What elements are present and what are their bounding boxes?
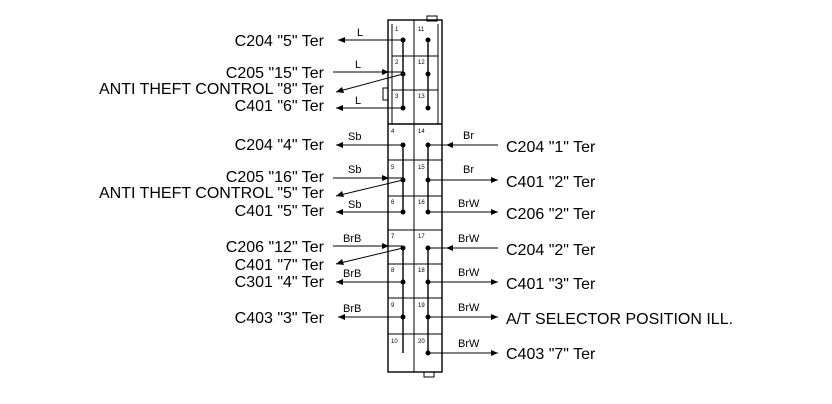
left-label: ANTI THEFT CONTROL "5" Ter [99, 185, 325, 202]
right-label: C403 "7" Ter [506, 346, 596, 363]
connector-body [382, 15, 443, 378]
pin-number: 14 [418, 129, 425, 135]
wire-color: BrW [458, 302, 480, 314]
wire-color: BrW [458, 338, 480, 350]
left-label: C204 "4" Ter [235, 137, 325, 154]
pin-number: 4 [391, 129, 395, 135]
pin-number: 19 [418, 303, 425, 309]
left-label: C403 "3" Ter [235, 310, 325, 327]
wire-color: L [355, 95, 361, 107]
left-wires [333, 37, 404, 320]
pin-number: 11 [418, 27, 425, 33]
right-label: C401 "2" Ter [506, 174, 596, 191]
right-wires [428, 142, 498, 356]
left-label: C401 "6" Ter [235, 98, 325, 115]
right-labels: C204 "1" Ter C401 "2" Ter C206 "2" Ter C… [506, 139, 733, 363]
left-label: C301 "4" Ter [235, 274, 325, 291]
pin-number: 17 [418, 234, 425, 240]
wire-color: BrB [343, 268, 361, 280]
wire-color: Sb [348, 164, 361, 176]
pin-number: 8 [391, 268, 395, 274]
left-labels: C204 "5" Ter C205 "15" Ter ANTI THEFT CO… [99, 33, 325, 327]
wire-color: BrW [458, 198, 480, 210]
wire-color: L [357, 27, 363, 39]
left-label: C205 "16" Ter [226, 169, 325, 186]
pin-numbers: 1 2 3 4 5 6 7 8 9 10 11 12 13 14 15 16 1… [391, 27, 425, 345]
pin-number: 6 [391, 200, 395, 206]
wire-color: Br [463, 130, 474, 142]
pin-number: 3 [395, 94, 399, 100]
pin-number: 1 [395, 27, 399, 33]
wire-color: BrB [343, 303, 361, 315]
wire-color: BrB [343, 233, 361, 245]
pin-number: 9 [391, 303, 395, 309]
pin-number: 15 [418, 165, 425, 171]
right-label: C206 "2" Ter [506, 206, 596, 223]
right-label: C204 "1" Ter [506, 139, 596, 156]
right-label: C401 "3" Ter [506, 276, 596, 293]
pin-number: 20 [418, 339, 425, 345]
right-label: C204 "2" Ter [506, 242, 596, 259]
pin-number: 7 [391, 234, 395, 240]
wire-color: BrW [458, 233, 480, 245]
left-label: C204 "5" Ter [235, 33, 325, 50]
wire-color: BrW [458, 267, 480, 279]
pin-number: 10 [391, 339, 398, 345]
left-label: ANTI THEFT CONTROL "8" Ter [99, 81, 325, 98]
internal-jumpers [400, 37, 431, 356]
pin-number: 5 [391, 165, 395, 171]
pin-number: 12 [418, 60, 425, 66]
left-label: C401 "5" Ter [235, 203, 325, 220]
wire-color: Br [463, 164, 474, 176]
wire-color: Sb [348, 131, 361, 143]
right-label: A/T SELECTOR POSITION ILL. [506, 311, 733, 328]
left-label: C206 "12" Ter [226, 239, 325, 256]
wire-colors-right: Br Br BrW BrW BrW BrW BrW [458, 130, 480, 350]
wire-colors-left: L L L Sb Sb Sb BrB BrB BrB [343, 27, 363, 315]
wire-color: L [355, 59, 361, 71]
pin-number: 2 [395, 60, 399, 66]
left-label: C205 "15" Ter [226, 65, 325, 82]
pin-number: 18 [418, 268, 425, 274]
pin-number: 13 [418, 94, 425, 100]
wire-color: Sb [348, 199, 361, 211]
pin-number: 16 [418, 200, 425, 206]
left-label: C401 "7" Ter [235, 257, 325, 274]
